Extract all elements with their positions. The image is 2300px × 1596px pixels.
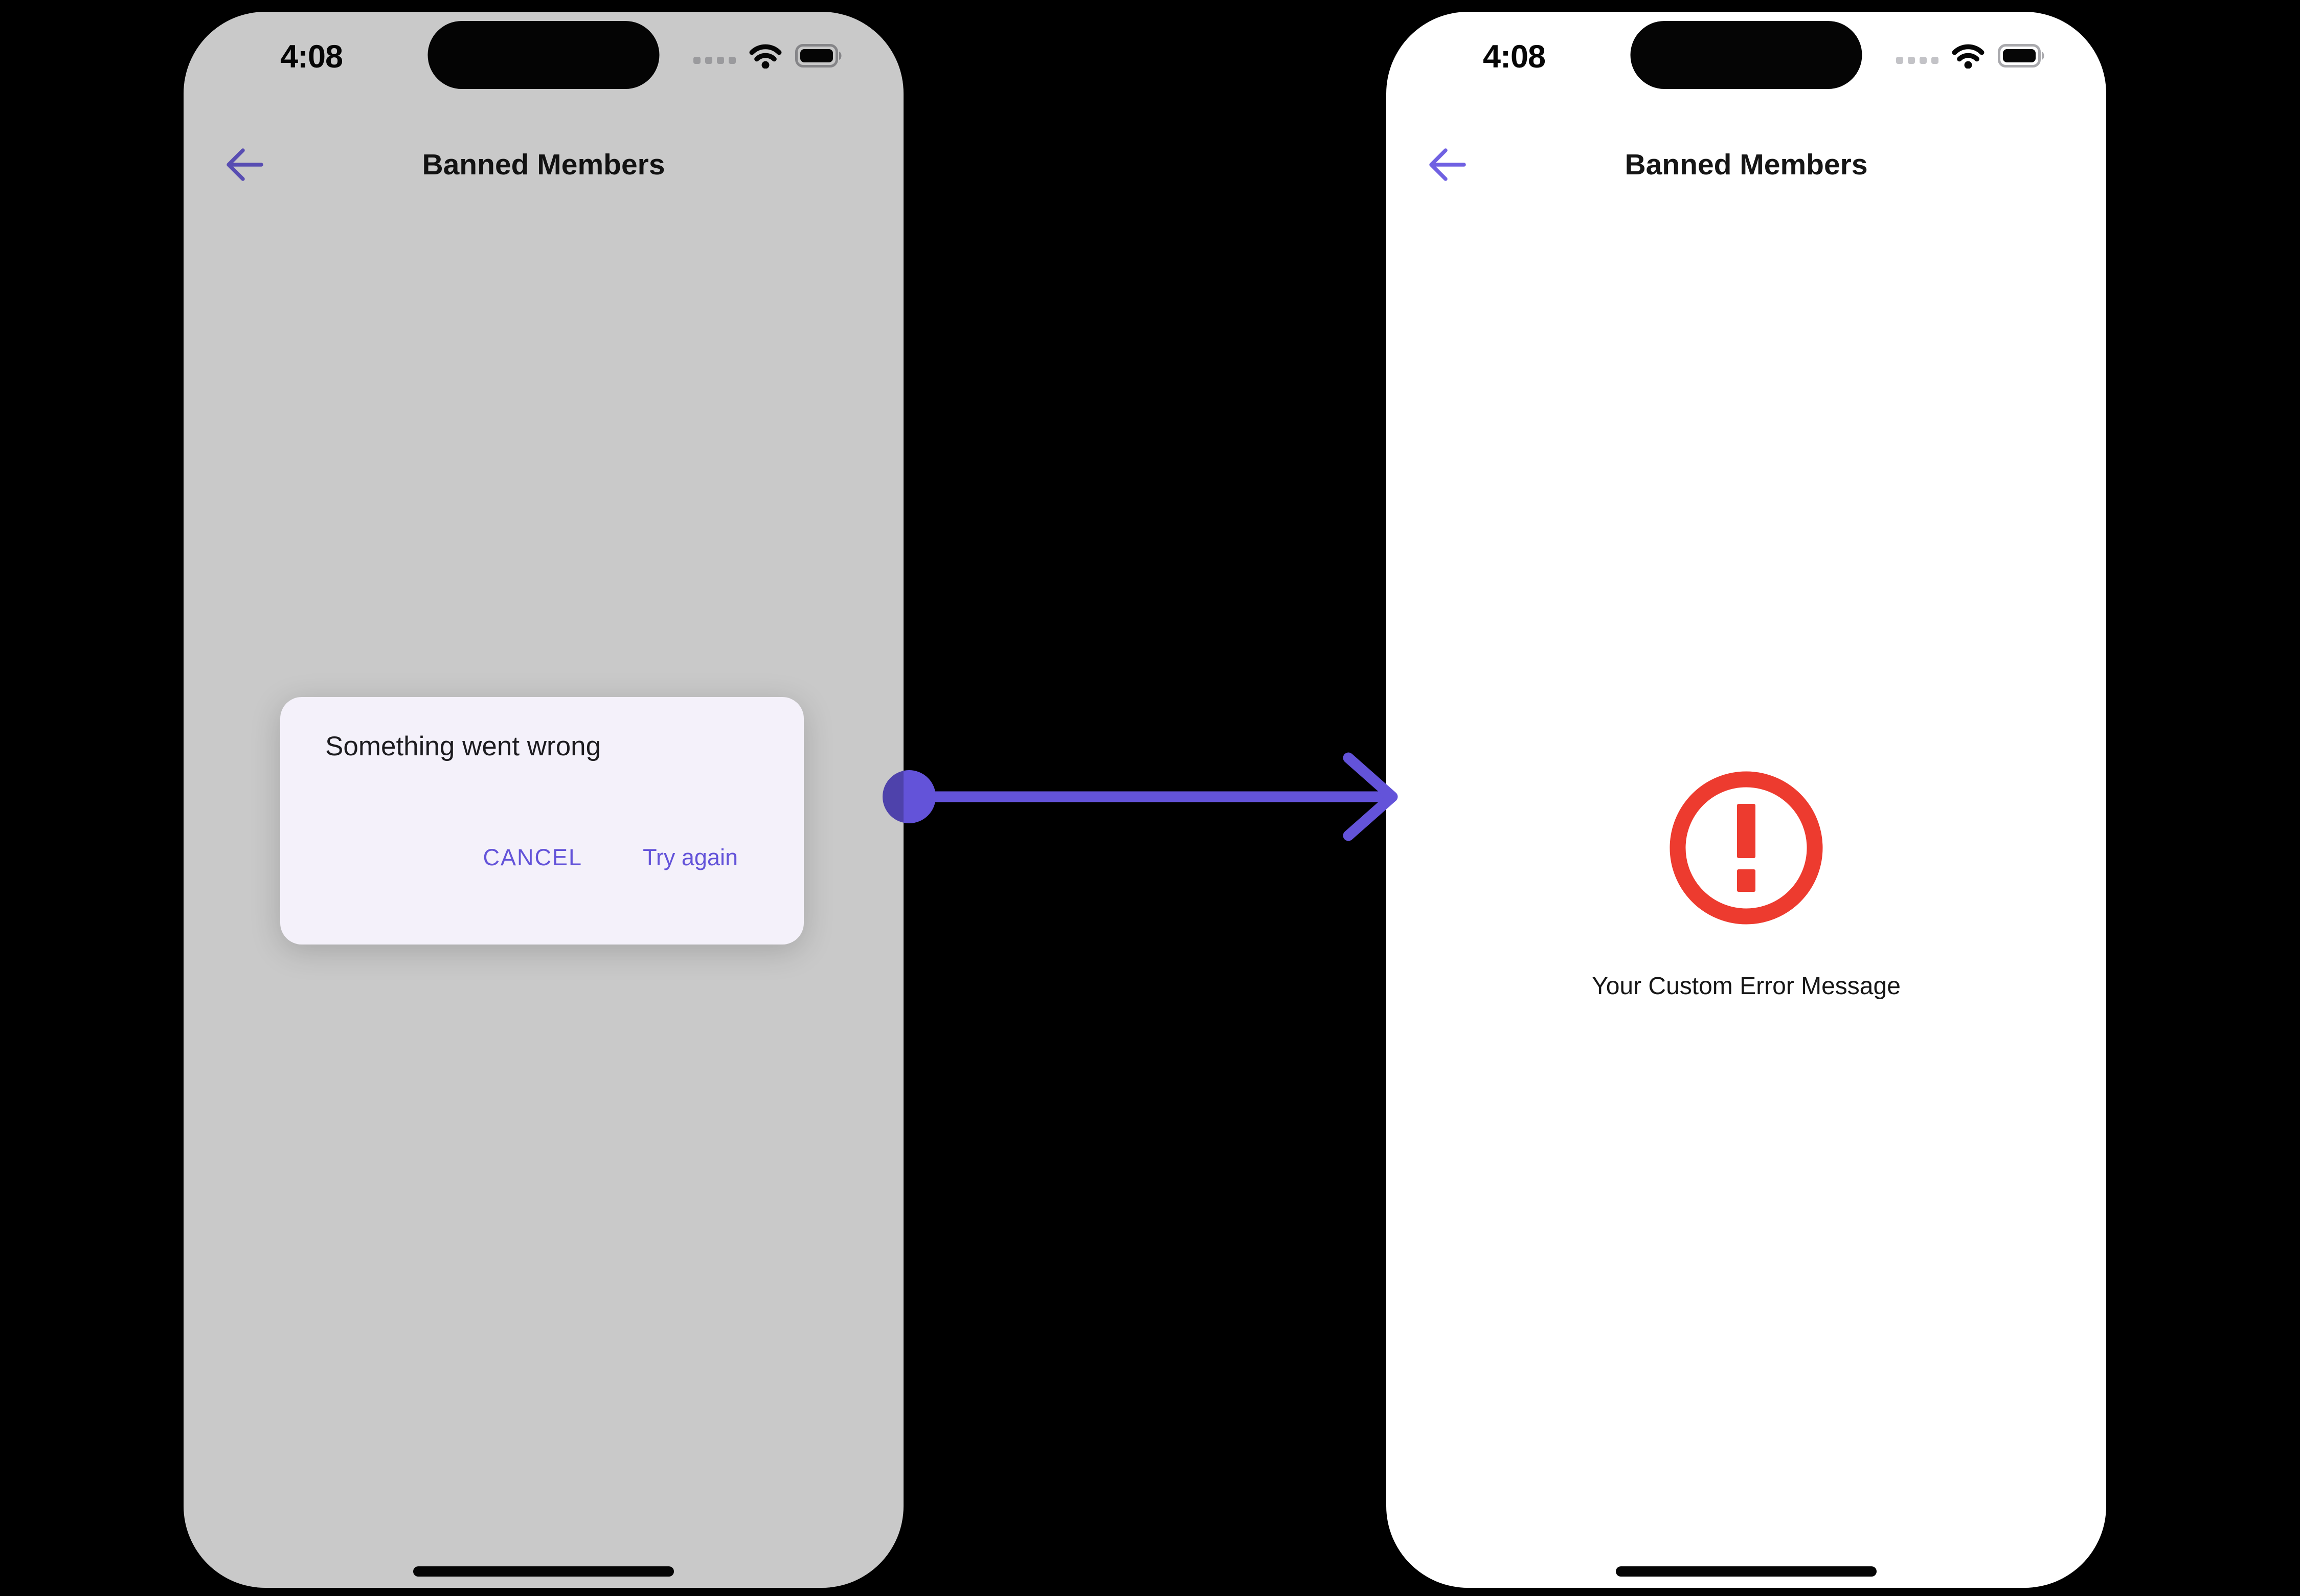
back-arrow-icon xyxy=(1429,148,1466,181)
page-title: Banned Members xyxy=(422,148,665,181)
battery-icon xyxy=(1998,44,2044,68)
cellular-signal-dots-icon xyxy=(693,57,736,64)
dynamic-island xyxy=(427,21,660,89)
cancel-button[interactable]: CANCEL xyxy=(483,844,583,870)
back-button[interactable] xyxy=(222,143,266,187)
dynamic-island xyxy=(1630,21,1862,89)
status-bar-icons xyxy=(1896,40,2046,72)
home-indicator[interactable] xyxy=(1616,1566,1877,1577)
error-exclamation-circle-icon xyxy=(1670,771,1823,925)
cellular-signal-dots-icon xyxy=(1896,57,1938,64)
page-title: Banned Members xyxy=(1625,148,1868,181)
back-arrow-icon xyxy=(227,148,263,181)
try-again-button[interactable]: Try again xyxy=(643,844,738,870)
wifi-icon xyxy=(1952,44,1985,69)
error-message: Your Custom Error Message xyxy=(1592,973,1901,1000)
battery-icon xyxy=(795,44,842,68)
phone-left-error-dialog-state: 4:08 Banned Members xyxy=(184,12,904,1588)
status-bar-icons xyxy=(693,40,843,72)
error-dialog: Something went wrong CANCEL Try again xyxy=(280,697,804,945)
status-bar-time: 4:08 xyxy=(280,39,343,75)
dialog-actions: CANCEL Try again xyxy=(483,844,738,871)
home-indicator[interactable] xyxy=(413,1566,674,1577)
status-bar-time: 4:08 xyxy=(1482,39,1546,75)
arrow-right-connector-icon xyxy=(883,752,1398,841)
wifi-icon xyxy=(749,44,782,69)
back-button[interactable] xyxy=(1425,143,1469,187)
error-state xyxy=(1670,771,1823,925)
dialog-title: Something went wrong xyxy=(325,731,601,761)
phone-right-custom-error-state: 4:08 Banned Members xyxy=(1386,12,2106,1588)
